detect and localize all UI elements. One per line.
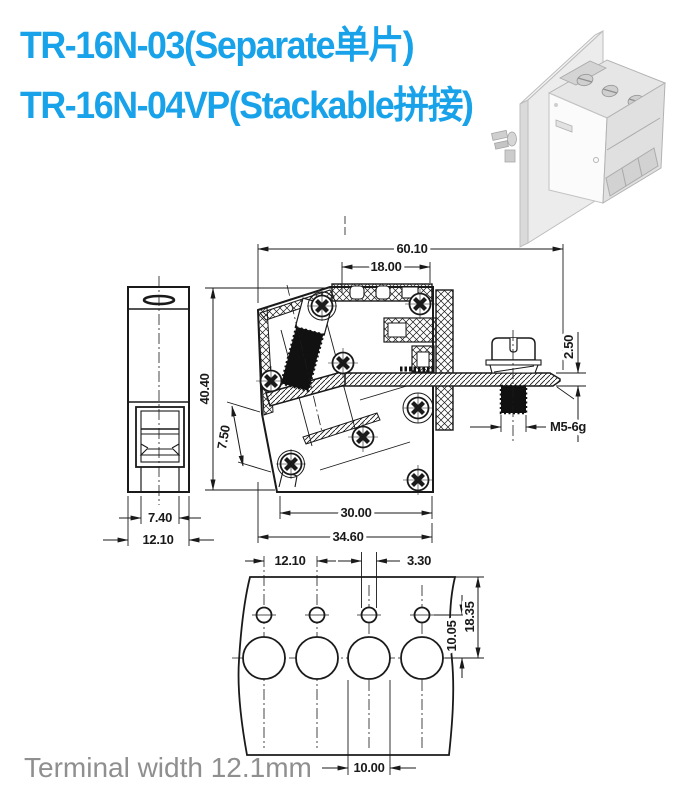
title-line-1: TR-16N-03(Separate单片) (20, 25, 415, 67)
dim-base-width: 30.00 (279, 496, 433, 523)
dim-large-hole: 10.00 (322, 680, 416, 778)
dim-text-18-35: 18.35 (462, 601, 477, 632)
dim-text-10-05: 10.05 (444, 620, 459, 651)
dim-front-slot-width: 7.40 (119, 496, 201, 528)
dim-text-2-50: 2.50 (561, 335, 576, 359)
dim-text-10-00: 10.00 (353, 760, 384, 775)
section-top-cap (331, 283, 433, 302)
dim-total-height: 40.40 (194, 287, 332, 491)
render-front-hole (554, 103, 558, 107)
dim-front-body-width: 12.10 (103, 496, 214, 550)
dim-panel-pitch: 12.10 (245, 550, 336, 571)
section-mounting-panel (435, 289, 454, 431)
title-line-2: TR-16N-04VP(Stackable拼接) (20, 85, 474, 127)
render-panel-side-edge (519, 99, 529, 248)
dim-text-18-00: 18.00 (370, 259, 401, 274)
render-mount-screw (491, 129, 517, 163)
dim-text-m5-6g: M5-6g (550, 419, 586, 434)
render-front-hole2 (593, 157, 599, 163)
front-view: 7.40 12.10 (103, 276, 214, 550)
cross-section-view: 60.10 18.00 40.40 7.50 (194, 216, 590, 547)
section-stack-connector (383, 317, 437, 373)
dim-text-30-00: 30.00 (340, 505, 371, 520)
dim-text-40-40: 40.40 (197, 373, 212, 404)
dim-housing-width: 34.60 (257, 482, 433, 547)
dim-text-7-40: 7.40 (148, 510, 172, 525)
dim-bar-thickness: 2.50 (556, 332, 586, 442)
product-render (491, 29, 667, 248)
dim-text-7-50: 7.50 (214, 424, 233, 450)
section-screws (256, 289, 435, 495)
panel-large-holes (242, 636, 444, 680)
front-wire-cavity (135, 406, 185, 468)
dim-stud-thread: M5-6g (470, 415, 590, 437)
m5-stud-assembly (485, 330, 542, 443)
dim-top-width: 18.00 (341, 256, 431, 293)
dim-text-3-30: 3.30 (407, 553, 431, 568)
dim-text-34-60: 34.60 (332, 529, 363, 544)
dim-small-hole: 3.30 (338, 550, 434, 608)
dim-text-panel-12-10: 12.10 (274, 553, 305, 568)
dim-text-60-10: 60.10 (396, 241, 427, 256)
dim-total-width: 60.10 (257, 238, 564, 370)
render-fins (605, 117, 661, 197)
dim-row-spacing: 10.05 (434, 595, 484, 678)
terminal-width-note: Terminal width 12.1mm (24, 752, 312, 783)
panel-strip-outline (237, 576, 457, 756)
dim-text-12-10: 12.10 (142, 532, 173, 547)
dim-edge-offset: 18.35 (455, 576, 484, 659)
product-titles: TR-16N-03(Separate单片) TR-16N-04VP(Stacka… (20, 16, 474, 136)
render-front-latch (555, 119, 573, 133)
panel-drilling-template: 12.10 3.30 10.05 18.35 (232, 550, 484, 778)
